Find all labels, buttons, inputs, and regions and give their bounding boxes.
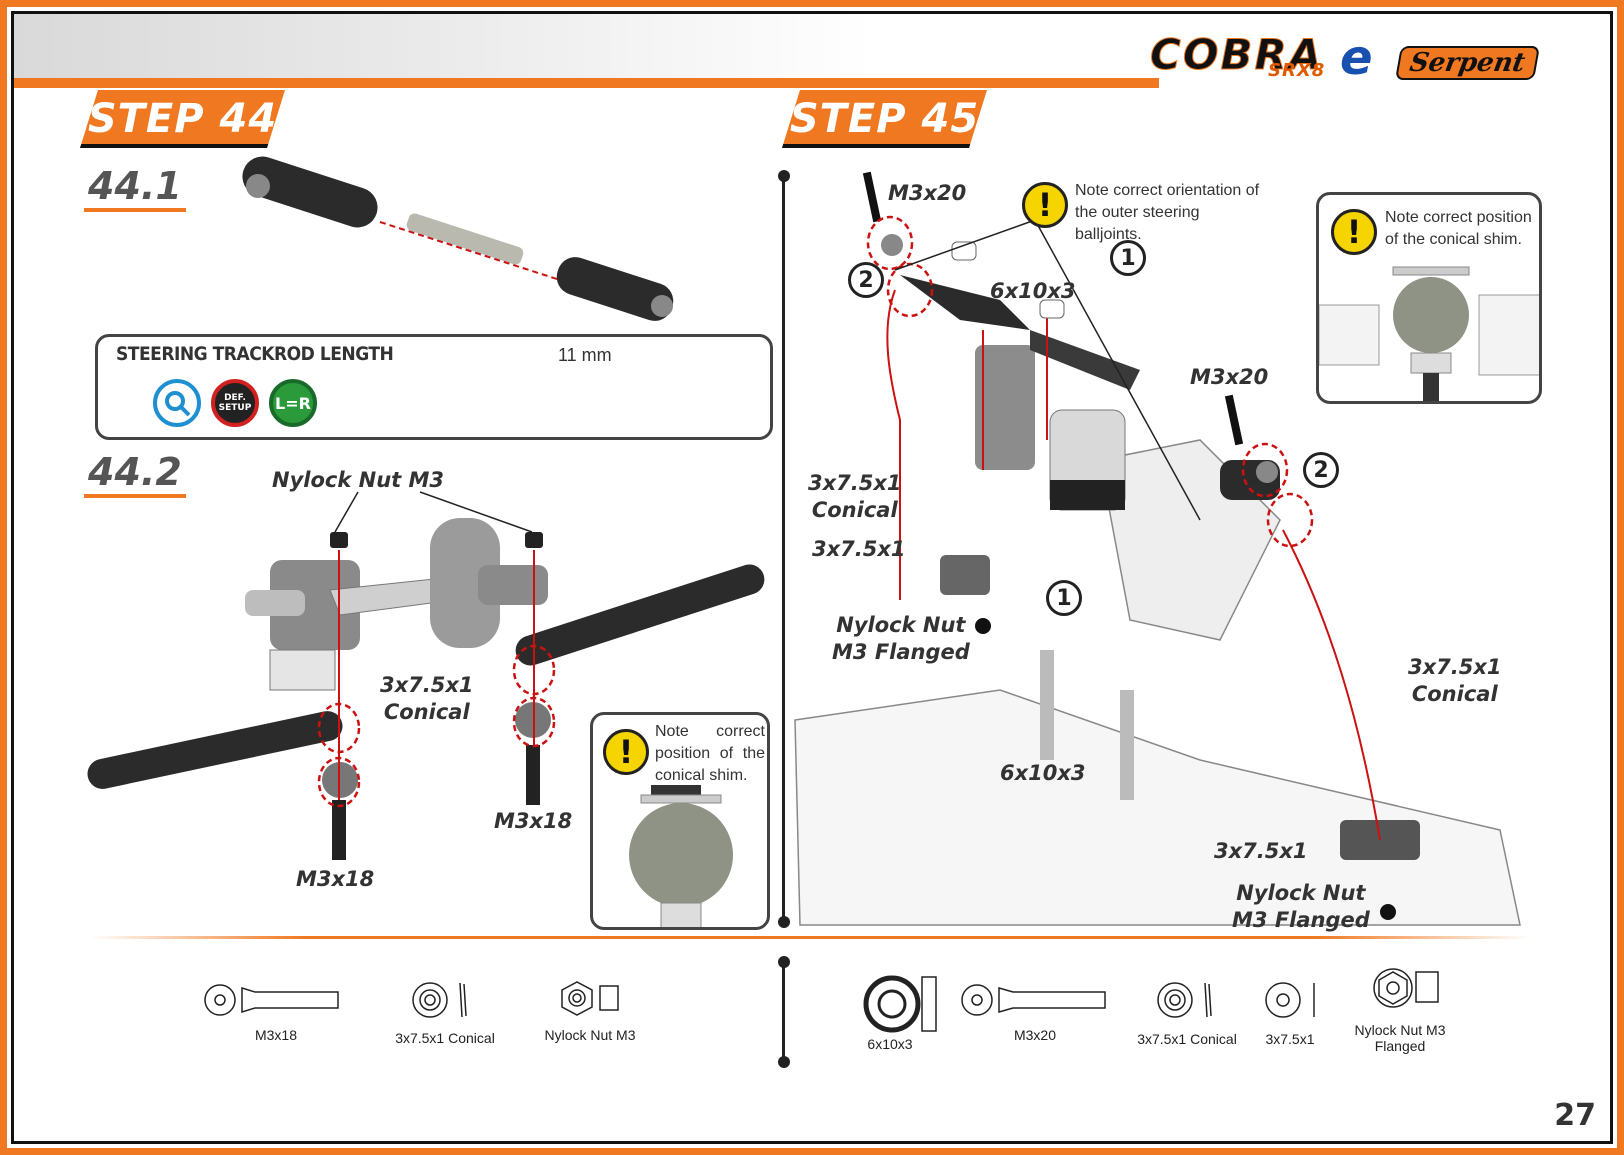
trackrod-length-title: STEERING TRACKROD LENGTH	[116, 343, 394, 365]
nut-right-line1: Nylock Nut	[1236, 881, 1366, 905]
note-text-44: Note correct position of the conical shi…	[655, 723, 765, 784]
screw-label-left-44: M3x18	[296, 867, 375, 891]
conical-label-44-line1: 3x7.5x1	[380, 673, 474, 697]
conical-shim-note-44: ! Note correct position of the conical s…	[590, 712, 770, 930]
page-number: 27	[1554, 1098, 1596, 1133]
screw-label-top-45: M3x20	[888, 181, 967, 205]
steering-bellcrank-assembly	[87, 491, 765, 860]
warning-icon-orientation: !	[1022, 182, 1068, 228]
nut-right-line2: M3 Flanged	[1232, 908, 1370, 932]
magnifier-icon	[153, 379, 201, 427]
balljoint-closeup-45	[1319, 266, 1539, 401]
header-stripe	[14, 78, 1159, 88]
conical-shim-note-45: ! Note correct position of the conical s…	[1316, 192, 1542, 404]
part-caption-shim: 3x7.5x1	[1265, 1031, 1315, 1047]
cobra-logo: COBRA SRX8 e	[1149, 30, 1375, 87]
divider-dot-top	[778, 170, 790, 182]
shim-label-right-45: 3x7.5x1	[1214, 839, 1308, 863]
nut-left-line1: Nylock Nut	[836, 613, 966, 637]
def-setup-icon: DEF. SETUP	[211, 379, 259, 427]
part-caption-nylock: Nylock Nut M3	[544, 1027, 636, 1043]
balljoint-closeup	[629, 785, 733, 927]
part-caption-m3x18: M3x18	[254, 1027, 298, 1043]
nut-label-left-45: Nylock Nut M3 Flanged	[832, 612, 970, 666]
callout-2-left: 2	[848, 262, 884, 298]
callout-1-top: 1	[1110, 240, 1146, 276]
parts-row-icons	[204, 968, 1439, 1033]
part-caption-6x10x3: 6x10x3	[867, 1036, 913, 1052]
trackrod-length-box: STEERING TRACKROD LENGTH DEF. SETUP L=R …	[95, 334, 773, 440]
part-caption-nylock-flanged: Nylock Nut M3 Flanged	[1354, 1022, 1446, 1054]
parts-separator	[90, 936, 1530, 939]
part-caption-m3x20: M3x20	[1013, 1027, 1057, 1043]
step-44-title: STEP 44	[87, 96, 278, 142]
orientation-note-text: Note correct orientation of the outer st…	[1075, 182, 1260, 243]
conical-right-line1: 3x7.5x1	[1408, 655, 1502, 679]
conical-left-line1: 3x7.5x1	[808, 471, 902, 495]
warning-icon-shim: !	[1331, 209, 1377, 255]
trackrod-length-value: 11 mm	[558, 345, 612, 365]
nut-label-right-45: Nylock Nut M3 Flanged	[1232, 880, 1370, 934]
callout-1-mid: 1	[1046, 580, 1082, 616]
shim-label-left-45: 3x7.5x1	[812, 537, 906, 561]
part-caption-conical-45: 3x7.5x1 Conical	[1137, 1031, 1237, 1047]
divider-dot-b2	[778, 1056, 790, 1068]
note-text-45: Note correct position of the conical shi…	[1385, 209, 1532, 248]
step-45-title: STEP 45	[789, 96, 980, 142]
conical-label-44-line2: Conical	[383, 700, 470, 724]
nut-left-line2: M3 Flanged	[832, 640, 970, 664]
warning-icon: !	[603, 729, 649, 775]
divider-dot-mid	[778, 916, 790, 928]
substep-44-1: 44.1	[84, 164, 186, 212]
column-divider	[782, 176, 785, 921]
header-band	[14, 14, 1159, 78]
conical-label-left-45: 3x7.5x1 Conical	[808, 470, 902, 524]
part-caption-conical-44: 3x7.5x1 Conical	[395, 1030, 495, 1046]
callout-2-right: 2	[1303, 452, 1339, 488]
conical-right-line2: Conical	[1411, 682, 1498, 706]
spacer-label-bottom: 6x10x3	[1000, 761, 1086, 785]
conical-left-line2: Conical	[811, 498, 898, 522]
l-equals-r-icon: L=R	[269, 379, 317, 427]
screw-label-right-44: M3x18	[494, 809, 573, 833]
conical-label-right-45: 3x7.5x1 Conical	[1408, 654, 1502, 708]
screw-label-right-45: M3x20	[1190, 365, 1269, 389]
step-45-banner: STEP 45	[782, 90, 987, 148]
chassis-assembly	[794, 171, 1521, 926]
nylock-nut-label: Nylock Nut M3	[272, 468, 444, 492]
spacer-label-top: 6x10x3	[990, 279, 1076, 303]
conical-label-44: 3x7.5x1 Conical	[380, 672, 474, 726]
divider-dot-b1	[778, 956, 790, 968]
trackrod-exploded	[242, 156, 674, 321]
column-divider-bottom	[782, 962, 785, 1062]
substep-44-2: 44.2	[84, 450, 186, 498]
step-44-banner: STEP 44	[80, 90, 285, 148]
